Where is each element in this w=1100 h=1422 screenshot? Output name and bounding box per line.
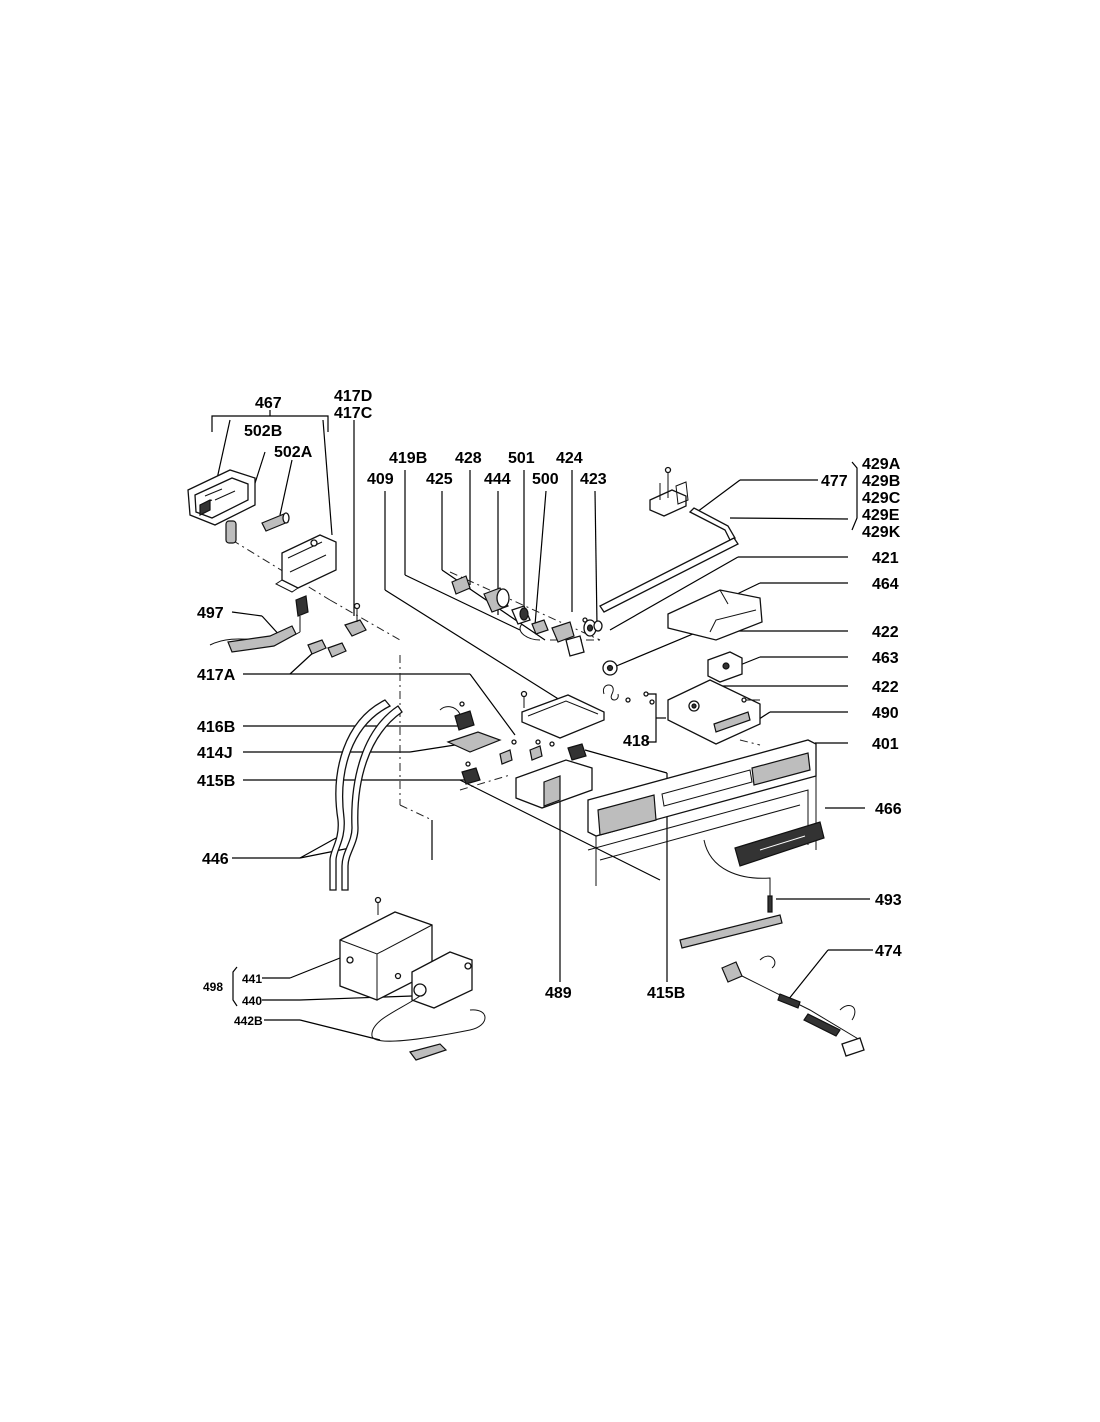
label-423: 423	[580, 471, 607, 488]
part-446-tubes	[329, 699, 403, 891]
part-442B-thermocouple	[371, 995, 486, 1061]
label-489: 489	[545, 985, 572, 1002]
label-429K: 429K	[862, 524, 901, 541]
part-467-housing	[187, 469, 256, 526]
label-463: 463	[872, 650, 899, 667]
label-418: 418	[623, 733, 650, 750]
label-429E: 429E	[862, 507, 900, 524]
part-401-control-panel	[587, 739, 817, 886]
label-501: 501	[508, 450, 535, 467]
part-trim-strip	[679, 914, 783, 949]
label-441: 441	[242, 972, 262, 986]
part-422-nut-upper	[602, 660, 618, 676]
label-421: 421	[872, 550, 899, 567]
label-493: 493	[875, 892, 902, 909]
label-429A: 429A	[862, 456, 901, 473]
part-474-wiring-harness	[721, 955, 865, 1057]
label-419B: 419B	[389, 450, 427, 467]
label-416B: 416B	[197, 719, 235, 736]
part-477-bracket	[649, 466, 689, 517]
part-414J-sheet	[446, 731, 502, 753]
part-416B-terminal	[439, 701, 475, 731]
label-502B: 502B	[244, 423, 282, 440]
callout-labels: 467 502B 502A 417D 417C 419B 409 428 425…	[197, 388, 902, 1028]
label-417D: 417D	[334, 388, 372, 405]
label-498: 498	[203, 980, 223, 994]
part-421-fitting	[593, 620, 603, 632]
part-489-bracket	[499, 739, 593, 809]
part-417D-417C-clip	[344, 602, 367, 637]
label-466: 466	[875, 801, 902, 818]
label-429C: 429C	[862, 490, 901, 507]
label-464: 464	[872, 576, 899, 593]
label-446: 446	[202, 851, 229, 868]
label-424: 424	[556, 450, 583, 467]
part-464-cover	[667, 589, 763, 641]
part-gas-valve-assembly	[451, 575, 597, 657]
label-444: 444	[484, 471, 511, 488]
label-422-lower: 422	[872, 679, 899, 696]
part-467-mounting-plate	[275, 534, 337, 593]
label-440: 440	[242, 994, 262, 1008]
label-490: 490	[872, 705, 899, 722]
part-429-rod	[599, 507, 739, 613]
part-490-bracket	[667, 679, 761, 745]
part-502B-fuse	[225, 520, 237, 544]
part-409-bracket-cover	[520, 690, 605, 739]
assembly-axis-lines	[231, 539, 761, 881]
label-415B-bottom: 415B	[647, 985, 685, 1002]
label-428: 428	[455, 450, 482, 467]
label-417C: 417C	[334, 405, 373, 422]
label-429B: 429B	[862, 473, 900, 490]
part-493-probe-wire	[703, 839, 773, 913]
label-414J: 414J	[197, 745, 233, 762]
part-415B-terminal-left	[461, 761, 481, 785]
label-422-upper: 422	[872, 624, 899, 641]
label-502A: 502A	[274, 444, 313, 461]
part-418-spring	[602, 684, 655, 705]
label-442B: 442B	[234, 1014, 263, 1028]
label-417A: 417A	[197, 667, 236, 684]
label-401: 401	[872, 736, 899, 753]
label-474: 474	[875, 943, 902, 960]
label-477: 477	[821, 473, 848, 490]
label-409: 409	[367, 471, 394, 488]
part-463-switch	[707, 651, 743, 683]
label-425: 425	[426, 471, 453, 488]
label-467: 467	[255, 395, 282, 412]
label-497: 497	[197, 605, 224, 622]
part-417A-connectors	[307, 639, 347, 658]
label-500: 500	[532, 471, 559, 488]
part-502A-cylinder	[261, 512, 290, 532]
part-415B-terminal-right	[567, 743, 587, 761]
part-497-cable	[209, 595, 309, 653]
part-440-igniter	[394, 951, 473, 1009]
label-415B-left: 415B	[197, 773, 235, 790]
part-466-badge	[734, 821, 825, 867]
